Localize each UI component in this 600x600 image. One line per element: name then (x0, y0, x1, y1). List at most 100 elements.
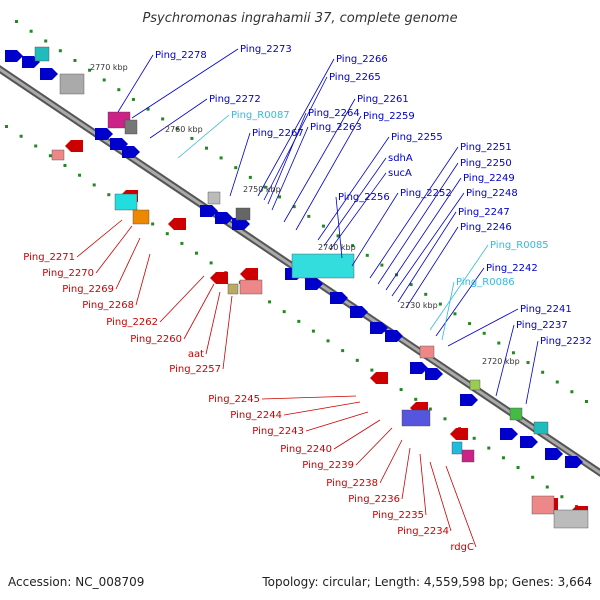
forward-gene-label: Ping_2241 (520, 304, 572, 315)
forward-gene-label: Ping_2261 (357, 94, 409, 105)
forward-gene-label: Ping_2252 (400, 188, 452, 199)
kbp-tick-label: 2730 kbp (400, 301, 438, 310)
pseudo-gene-block (553, 509, 589, 529)
leader-line (271, 126, 309, 211)
misc-gene-block (227, 283, 239, 295)
forward-gene-label: Ping_R0085 (490, 240, 549, 251)
reverse-gene-label: Ping_2257 (169, 364, 221, 375)
leader-line (435, 267, 485, 337)
leader-line (205, 291, 221, 355)
gc-dot-upper (365, 253, 369, 257)
leader-line (351, 192, 399, 267)
forward-gene-label: Ping_2265 (329, 72, 381, 83)
reverse-gene-label: Ping_2235 (372, 510, 424, 521)
misc-gene-block (51, 149, 65, 161)
gc-dot-lower (63, 163, 67, 167)
forward-gene-label: Ping_2251 (460, 142, 512, 153)
forward-gene-label: Ping_2249 (463, 173, 515, 184)
reverse-gene-label: Ping_2238 (326, 478, 378, 489)
forward-gene-arrow (565, 456, 583, 468)
leader-line (335, 196, 343, 259)
leader-line (257, 58, 335, 197)
leader-line (159, 275, 205, 323)
gc-dot-upper (88, 68, 92, 72)
gc-dot-upper (29, 29, 33, 33)
gc-dot-lower (472, 436, 476, 440)
gc-dot-lower (151, 222, 155, 226)
leader-line (333, 419, 381, 450)
kbp-tick-label: 2750 kbp (243, 185, 281, 194)
gc-dot-upper (131, 97, 135, 101)
gc-dot-upper (248, 175, 252, 179)
leader-line (323, 157, 387, 247)
gc-dot-lower (48, 154, 52, 158)
gc-dot-lower (531, 475, 535, 479)
gc-dot-lower (414, 397, 418, 401)
reverse-gene-label: Ping_2236 (348, 494, 400, 505)
kbp-tick-label: 2770 kbp (90, 63, 128, 72)
gc-dot-upper (73, 58, 77, 62)
forward-gene-arrow (385, 330, 403, 342)
leader-line (295, 115, 362, 231)
gc-dot-lower (443, 417, 447, 421)
leader-line (222, 295, 233, 370)
gc-dot-lower (92, 183, 96, 187)
gc-dot-lower (326, 339, 330, 343)
leader-line (267, 112, 307, 205)
forward-gene-label: Ping_R0086 (456, 277, 515, 288)
rna-gene-block (34, 46, 50, 62)
gc-dot-lower (19, 134, 23, 138)
reverse-gene-label: Ping_2240 (280, 444, 332, 455)
leader-line (441, 281, 455, 341)
label-leader-lines (76, 48, 539, 548)
forward-gene-label: Ping_2242 (486, 263, 538, 274)
pseudo-gene-block (59, 73, 85, 95)
leader-line (317, 136, 390, 241)
gc-dot-upper (482, 331, 486, 335)
misc-gene-block (469, 379, 481, 391)
reverse-gene-label: Ping_2244 (230, 410, 282, 421)
leader-line (135, 253, 151, 306)
gc-dot-upper (263, 185, 267, 189)
leader-line (397, 211, 457, 303)
leader-line (149, 98, 208, 139)
leader-line (355, 427, 393, 466)
leader-line (379, 439, 403, 484)
forward-gene-arrow (500, 428, 518, 440)
forward-gene-arrow (200, 205, 218, 217)
forward-gene-label: Ping_2259 (363, 111, 415, 122)
gc-dot-lower (165, 232, 169, 236)
leader-line (525, 340, 539, 405)
leader-line (283, 401, 361, 416)
gc-dot-upper (190, 136, 194, 140)
gc-dot-lower (501, 456, 505, 460)
gc-dot-upper (44, 39, 48, 43)
gc-dot-upper (526, 361, 530, 365)
misc-gene-block (509, 407, 523, 421)
genome-summary-text: Topology: circular; Length: 4,559,598 bp… (261, 575, 592, 589)
reverse-gene-label: aat (188, 349, 204, 360)
gc-dot-lower (341, 349, 345, 353)
gc-dot-lower (195, 251, 198, 255)
forward-gene-arrow (460, 394, 478, 406)
leader-line (391, 192, 465, 297)
forward-gene-arrow (215, 212, 233, 224)
reverse-gene-label: Ping_2243 (252, 426, 304, 437)
gc-dot-upper (292, 205, 296, 209)
kbp-tick-label: 2760 kbp (165, 125, 203, 134)
forward-gene-block (401, 409, 431, 427)
gc-dot-upper (424, 292, 428, 296)
leader-line (495, 324, 515, 397)
reverse-gene-label: Ping_2269 (62, 284, 114, 295)
gc-dot-upper (321, 224, 325, 228)
forward-gene-label: Ping_2278 (155, 50, 207, 61)
reverse-gene-label: Ping_2271 (23, 252, 75, 263)
leader-line (329, 172, 387, 251)
gc-dot-upper (351, 244, 355, 248)
gc-dot-upper (219, 156, 223, 160)
forward-gene-arrow (425, 368, 443, 380)
forward-gene-label: Ping_2256 (338, 192, 390, 203)
gc-dot-upper (409, 283, 413, 287)
gc-dot-upper (497, 341, 501, 345)
